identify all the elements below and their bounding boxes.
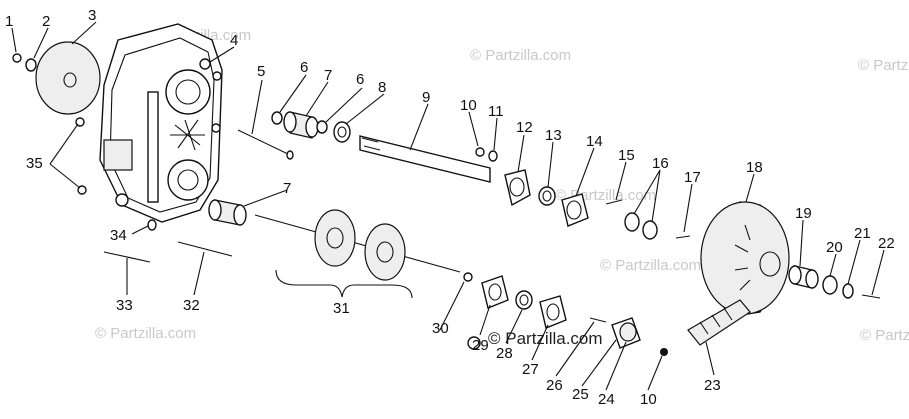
part-8-bushing <box>333 121 351 143</box>
part-29-flange <box>467 275 509 350</box>
part-34-pin <box>147 219 157 231</box>
part-33-bolt <box>103 251 151 263</box>
part-20-washer <box>822 275 838 295</box>
callout-labels: 1 2 3 4 5 6 7 6 8 9 10 11 12 13 14 15 16… <box>5 7 895 408</box>
part-25-idler <box>611 317 641 349</box>
callout-30: 30 <box>432 320 449 337</box>
part-7-lower-bearing <box>208 199 247 226</box>
part-16-seals <box>624 212 658 240</box>
callout-18: 18 <box>746 159 763 176</box>
part-10-nut <box>475 147 485 157</box>
part-18-drive-drum <box>700 201 790 316</box>
callout-35: 35 <box>26 155 43 172</box>
part-35-bolts <box>75 117 87 195</box>
callout-7b: 7 <box>283 180 291 197</box>
callout-31: 31 <box>333 300 350 317</box>
part-4-chaincase-housing <box>99 23 223 223</box>
part-6-o-ring <box>271 111 283 125</box>
part-13-bearing <box>538 186 556 206</box>
callout-24: 24 <box>598 391 615 408</box>
part-6-o-ring-second <box>316 120 328 134</box>
callout-12: 12 <box>516 119 533 136</box>
part-31-sprocket-shaft <box>254 209 461 281</box>
part-27-flange <box>539 295 567 329</box>
part-14-flange-plate <box>561 193 589 227</box>
part-11-washer <box>488 150 498 162</box>
callout-20: 20 <box>826 239 843 256</box>
callout-14: 14 <box>586 133 603 150</box>
callout-6b: 6 <box>356 71 364 88</box>
callout-27: 27 <box>522 361 539 378</box>
part-5-long-bolt <box>237 129 294 160</box>
part-2-washer <box>25 58 37 72</box>
part-32-bolt <box>177 241 233 257</box>
callout-13: 13 <box>545 127 562 144</box>
part-21-lock-washer <box>842 283 854 299</box>
callout-33: 33 <box>116 297 133 314</box>
callout-17: 17 <box>684 169 701 186</box>
part-28-bearing <box>515 290 533 310</box>
watermark: © Partzilla.com <box>600 257 701 274</box>
leader-lines <box>11 21 885 391</box>
part-30-nut <box>463 272 473 282</box>
part-10-lower-nut <box>660 348 668 356</box>
part-19-spacer <box>788 265 819 289</box>
callout-29: 29 <box>472 337 489 354</box>
callout-10b: 10 <box>640 391 657 408</box>
part-23-track-segment <box>687 299 751 346</box>
callout-4: 4 <box>230 32 238 49</box>
callout-9: 9 <box>422 89 430 106</box>
callout-2: 2 <box>42 13 50 30</box>
part-1-bolt <box>12 53 22 63</box>
watermark: © Partzilla.com <box>858 57 909 74</box>
watermark: © Partzilla.com <box>470 47 571 64</box>
part-12-flange-plate <box>504 169 531 207</box>
callout-19: 19 <box>795 205 812 222</box>
callout-15: 15 <box>618 147 635 164</box>
callout-22: 22 <box>878 235 895 252</box>
callout-25: 25 <box>572 386 589 403</box>
part-3-cover-disc <box>35 41 101 115</box>
part-22-bolt <box>861 294 881 299</box>
part-17-pin <box>675 235 691 239</box>
watermark: © Partzilla.com <box>95 325 196 342</box>
part-15-bolt <box>605 199 623 205</box>
watermark: © Partzilla.com <box>860 327 909 344</box>
callout-32: 32 <box>183 297 200 314</box>
callout-21: 21 <box>854 225 871 242</box>
part-9-drive-shaft <box>359 135 491 183</box>
callout-5: 5 <box>257 63 265 80</box>
callout-10: 10 <box>460 97 477 114</box>
callout-6: 6 <box>300 59 308 76</box>
callout-16: 16 <box>652 155 669 172</box>
callout-8: 8 <box>378 79 386 96</box>
callout-26: 26 <box>546 377 563 394</box>
part-26-bolt <box>589 317 607 323</box>
callout-23: 23 <box>704 377 721 394</box>
part-7-bearing <box>283 111 319 139</box>
callout-3: 3 <box>88 7 96 24</box>
callout-34: 34 <box>110 227 127 244</box>
center-watermark: © Partzilla.com <box>488 329 603 348</box>
callout-28: 28 <box>496 345 513 362</box>
callout-11: 11 <box>488 103 504 120</box>
callout-7: 7 <box>324 67 332 84</box>
callout-1: 1 <box>5 13 13 30</box>
